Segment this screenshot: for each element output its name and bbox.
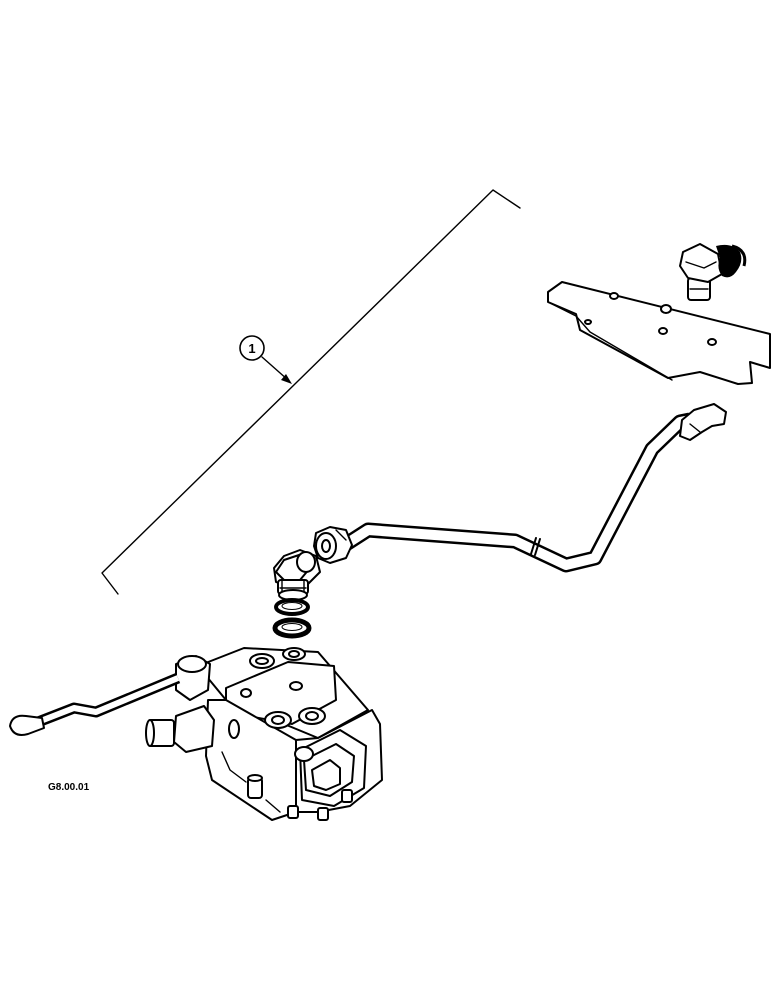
pipe-clamp	[530, 537, 537, 555]
figure-reference: G8.00.01	[48, 782, 90, 793]
leader-arrowhead	[281, 374, 292, 384]
hydraulic-pipe	[313, 403, 727, 573]
callout-number: 1	[248, 341, 255, 356]
quick-coupler	[679, 243, 747, 301]
o-ring-upper	[274, 598, 310, 616]
assembly-bracket	[101, 189, 521, 595]
pipe-hose-end	[679, 403, 727, 441]
leader-line	[261, 356, 289, 381]
lever-knob	[9, 714, 45, 736]
mounting-plate	[547, 281, 771, 385]
elbow-adapter	[273, 549, 321, 601]
o-ring-lower	[272, 617, 312, 639]
control-valve	[145, 647, 383, 821]
callout-1[interactable]: 1	[239, 335, 292, 384]
control-lever	[9, 672, 181, 736]
pipe-clamp	[534, 538, 541, 556]
